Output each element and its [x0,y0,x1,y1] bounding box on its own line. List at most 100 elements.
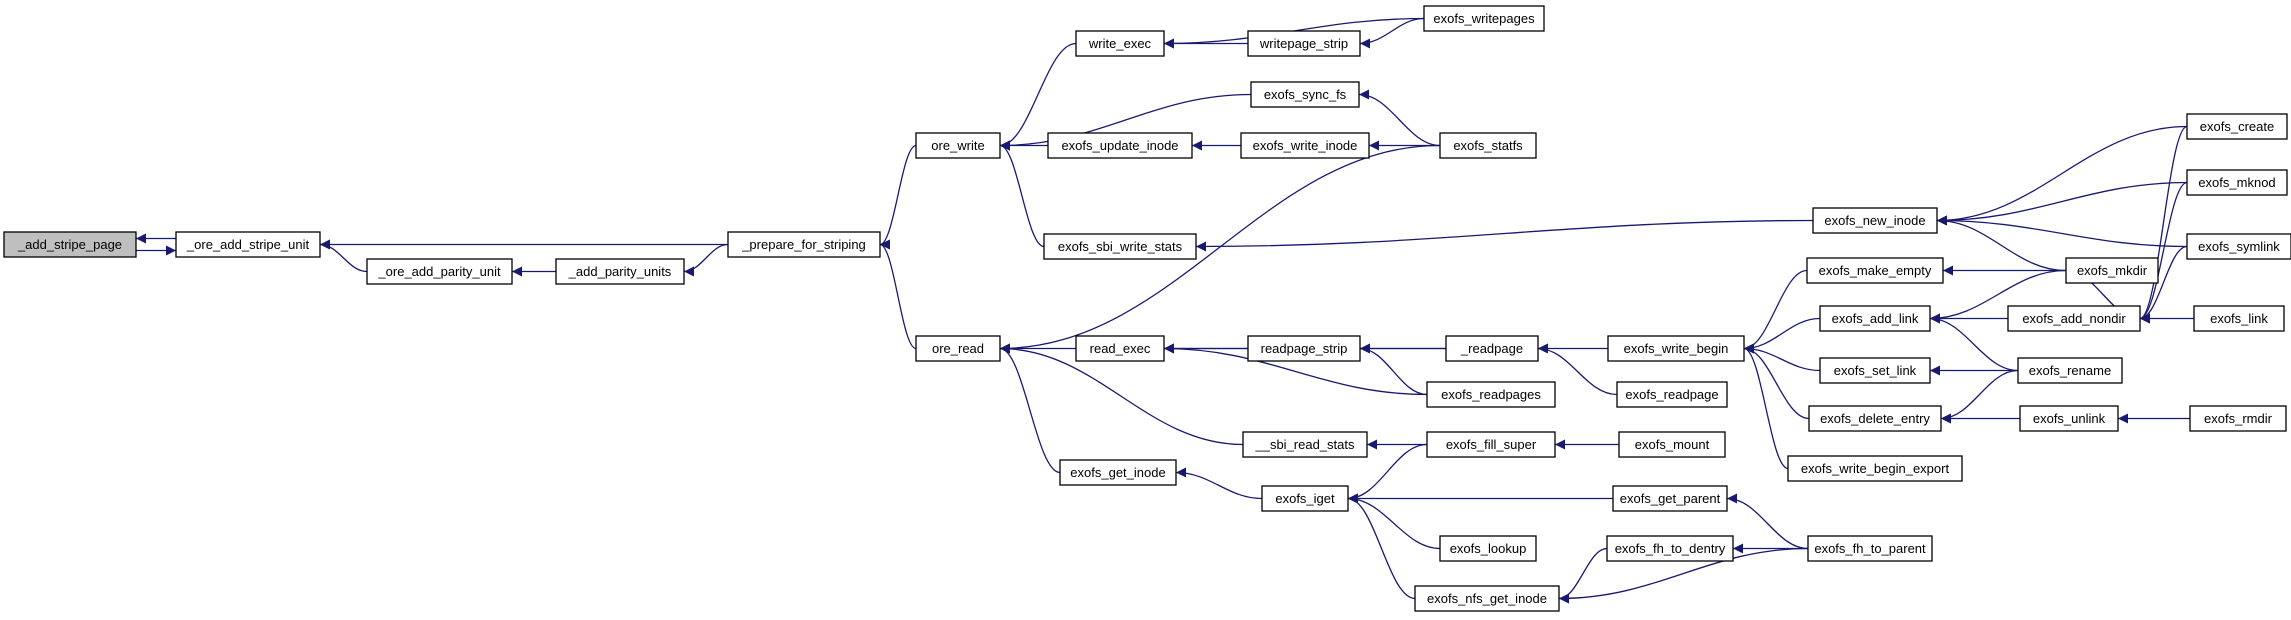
node-box [1247,30,1361,57]
node-box [2193,305,2285,332]
function-node-exofs-sbi-write-stats[interactable]: exofs_sbi_write_stats [1043,233,1197,260]
function-node-exofs-readpage[interactable]: exofs_readpage [1616,381,1728,408]
node-label: exofs_write_inode [1253,138,1358,153]
function-node-exofs-writepages[interactable]: exofs_writepages [1423,5,1545,32]
call-edge-n19-to-n27 [1743,269,1808,354]
function-node-write-exec[interactable]: write_exec [1075,30,1165,57]
function-node-exofs-symlink[interactable]: exofs_symlink [2186,233,2291,260]
function-node-ore-add-stripe-unit[interactable]: _ore_add_stripe_unit [175,231,321,258]
function-node-exofs-readpages[interactable]: exofs_readpages [1426,381,1556,408]
function-node-exofs-fill-super[interactable]: exofs_fill_super [1426,431,1556,458]
node-box [2019,405,2119,432]
call-edge-n9-to-n8 [1359,17,1425,49]
node-box [1612,485,1728,512]
function-node-exofs-fh-to-parent[interactable]: exofs_fh_to_parent [1807,535,1933,562]
node-label: read_exec [1090,341,1151,356]
call-edge-n18-to-n15 [1936,215,2188,248]
function-node-exofs-link[interactable]: exofs_link [2193,305,2285,332]
function-node-add-parity-units[interactable]: _add_parity_units [555,258,685,285]
function-node-exofs-rename[interactable]: exofs_rename [2017,357,2123,384]
function-node-writepage-strip[interactable]: writepage_strip [1247,30,1361,57]
node-label: exofs_sync_fs [1264,87,1347,102]
call-edge-n7-to-n5 [999,42,1077,151]
call-edge-n32-to-n27 [1743,343,1810,420]
function-node-exofs-statfs[interactable]: exofs_statfs [1439,132,1537,159]
function-node-exofs-update-inode[interactable]: exofs_update_inode [1047,132,1193,159]
function-node-exofs-add-link[interactable]: exofs_add_link [1819,305,1931,332]
function-node-add-stripe-page[interactable]: _add_stripe_page [3,231,137,258]
node-label: exofs_sbi_write_stats [1058,239,1183,254]
function-node-exofs-get-parent[interactable]: exofs_get_parent [1612,485,1728,512]
node-box [1250,81,1360,108]
function-node-exofs-rmdir[interactable]: exofs_rmdir [2189,405,2287,432]
node-box [1247,335,1361,362]
node-label: _prepare_for_striping [741,237,866,252]
node-label: exofs_mkdir [2077,263,2148,278]
function-node-exofs-mknod[interactable]: exofs_mknod [2186,169,2288,196]
node-box [555,258,685,285]
function-node-exofs-write-begin[interactable]: exofs_write_begin [1607,335,1745,362]
node-box [1075,30,1165,57]
node-label: exofs_unlink [2033,411,2106,426]
node-label: write_exec [1088,36,1152,51]
function-node-ore-add-parity-unit[interactable]: _ore_add_parity_unit [366,258,513,285]
function-node-exofs-write-begin-export[interactable]: exofs_write_begin_export [1787,455,1963,482]
node-label: __sbi_read_stats [1254,437,1355,452]
call-edge-n31-to-n21 [1929,313,2019,372]
call-edge-n45-to-n40 [1347,493,1416,600]
function-node-readpage[interactable]: _readpage [1445,335,1539,362]
function-node-exofs-nfs-get-inode[interactable]: exofs_nfs_get_inode [1414,585,1560,612]
function-node-exofs-iget[interactable]: exofs_iget [1261,485,1349,512]
function-node-readpage-strip[interactable]: readpage_strip [1247,335,1361,362]
function-node-sbi-read-stats[interactable]: __sbi_read_stats [1242,431,1368,458]
call-edge-n17-to-n15 [1936,181,2188,226]
node-label: exofs_symlink [2198,239,2280,254]
function-node-exofs-new-inode[interactable]: exofs_new_inode [1812,207,1938,234]
call-edge-n20-to-n15 [1936,215,2067,272]
node-box [1075,335,1165,362]
node-label: exofs_create [2200,119,2274,134]
function-node-exofs-create[interactable]: exofs_create [2186,113,2288,140]
node-box [1047,132,1193,159]
node-box [1607,335,1745,362]
node-label: exofs_fh_to_dentry [1615,541,1726,556]
function-node-exofs-make-empty[interactable]: exofs_make_empty [1806,257,1944,284]
function-node-exofs-unlink[interactable]: exofs_unlink [2019,405,2119,432]
node-box [1240,132,1370,159]
function-node-exofs-get-inode[interactable]: exofs_get_inode [1059,459,1177,486]
function-node-read-exec[interactable]: read_exec [1075,335,1165,362]
node-box [2017,357,2123,384]
node-label: exofs_readpages [1441,387,1541,402]
function-node-exofs-delete-entry[interactable]: exofs_delete_entry [1808,405,1942,432]
node-label: exofs_get_inode [1070,465,1165,480]
node-label: exofs_fill_super [1446,437,1537,452]
function-node-exofs-add-nondir[interactable]: exofs_add_nondir [2007,305,2141,332]
call-edge-n31-to-n32 [1940,369,2019,424]
node-box [1787,455,1963,482]
node-box [1808,405,1942,432]
call-edge-n16-to-n15 [1936,125,2188,226]
call-edge-n10-to-n5 [999,93,1252,151]
call-edge-n13-to-n6 [999,144,1441,354]
function-node-prepare-for-striping[interactable]: _prepare_for_striping [727,231,881,258]
function-node-exofs-mount[interactable]: exofs_mount [1618,431,1726,458]
node-label: exofs_get_parent [1620,491,1721,506]
function-node-exofs-fh-to-dentry[interactable]: exofs_fh_to_dentry [1606,535,1734,562]
function-node-exofs-lookup[interactable]: exofs_lookup [1439,535,1537,562]
call-edge-n35-to-n27 [1743,343,1789,470]
node-box [1043,233,1197,260]
function-node-exofs-set-link[interactable]: exofs_set_link [1819,357,1931,384]
call-edge-n13-to-n10 [1358,89,1441,147]
node-box [915,132,1001,159]
function-node-exofs-mkdir[interactable]: exofs_mkdir [2065,257,2159,284]
node-box [1423,5,1545,32]
node-label: ore_write [931,138,984,153]
call-edge-n44-to-n45 [1558,547,1809,604]
function-node-exofs-write-inode[interactable]: exofs_write_inode [1240,132,1370,159]
node-label: _add_parity_units [568,264,672,279]
node-box [1445,335,1539,362]
function-node-ore-write[interactable]: ore_write [915,132,1001,159]
function-node-ore-read[interactable]: ore_read [915,335,1001,362]
node-layer: _add_stripe_page _ore_add_stripe_unit _pre… [3,5,2291,612]
function-node-exofs-sync-fs[interactable]: exofs_sync_fs [1250,81,1360,108]
